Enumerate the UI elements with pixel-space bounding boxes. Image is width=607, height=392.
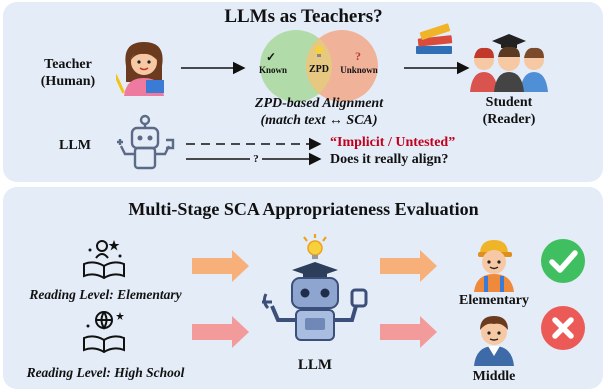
zpd-alignment-text: ZPD-based Alignment (match text ↔ SCA) xyxy=(244,95,394,129)
elementary-book-icon xyxy=(83,240,125,280)
zpd-alignment-line-2: (match text ↔ SCA) xyxy=(260,113,378,128)
check-icon xyxy=(541,239,585,283)
zpd-alignment-line-1: ZPD-based Alignment xyxy=(254,96,384,111)
output-arrow-middle xyxy=(380,316,437,348)
student-label-line-2: (Reader) xyxy=(482,112,536,127)
llm-robot-icon xyxy=(117,114,175,170)
align-question-text: Does it really align? xyxy=(330,152,449,167)
input-arrow-elementary xyxy=(192,250,249,282)
teacher-label: Teacher (Human) xyxy=(28,56,108,90)
venn-check-mark: ✓ xyxy=(265,50,277,64)
venn-unknown-label: Unknown xyxy=(340,65,378,75)
cross-icon xyxy=(541,306,585,350)
high-school-book-icon xyxy=(83,311,125,354)
implicit-untested-text: “Implicit / Untested” xyxy=(330,135,456,150)
student-label: Student (Reader) xyxy=(468,94,550,128)
reading-level-elementary: Reading Level: Elementary xyxy=(29,287,182,302)
venn-known-label: Known xyxy=(258,65,287,75)
reading-level-high-school: Reading Level: High School xyxy=(26,365,185,380)
elementary-kid-icon xyxy=(474,240,514,292)
lightbulb-icon xyxy=(315,46,323,57)
middle-kid-icon xyxy=(474,316,514,366)
middle-label: Middle xyxy=(472,369,516,384)
input-arrow-high-school xyxy=(192,316,249,348)
books-icon xyxy=(416,23,453,54)
bottom-panel-title: Multi-Stage SCA Appropriateness Evaluati… xyxy=(128,199,479,219)
teacher-label-line-1: Teacher xyxy=(44,57,92,72)
teacher-label-line-2: (Human) xyxy=(40,74,96,89)
output-arrow-elementary xyxy=(380,250,437,282)
venn-overlap xyxy=(305,38,333,94)
teacher-icon xyxy=(116,42,164,96)
students-icon xyxy=(470,34,548,92)
top-llm-label: LLM xyxy=(59,138,91,153)
llm-center-robot-icon xyxy=(262,234,368,341)
venn-zpd-label: ZPD xyxy=(309,64,329,75)
zpd-venn-diagram xyxy=(260,30,378,102)
center-llm-label: LLM xyxy=(297,357,333,373)
top-panel-title: LLMs as Teachers? xyxy=(224,6,383,27)
elementary-label: Elementary xyxy=(459,293,529,308)
student-label-line-1: Student xyxy=(485,95,533,110)
venn-question-mark: ? xyxy=(355,49,361,63)
llm-graduation-cap-icon xyxy=(292,262,338,280)
arrow-question-mark: ? xyxy=(250,151,262,168)
graduation-cap-icon xyxy=(492,34,526,48)
